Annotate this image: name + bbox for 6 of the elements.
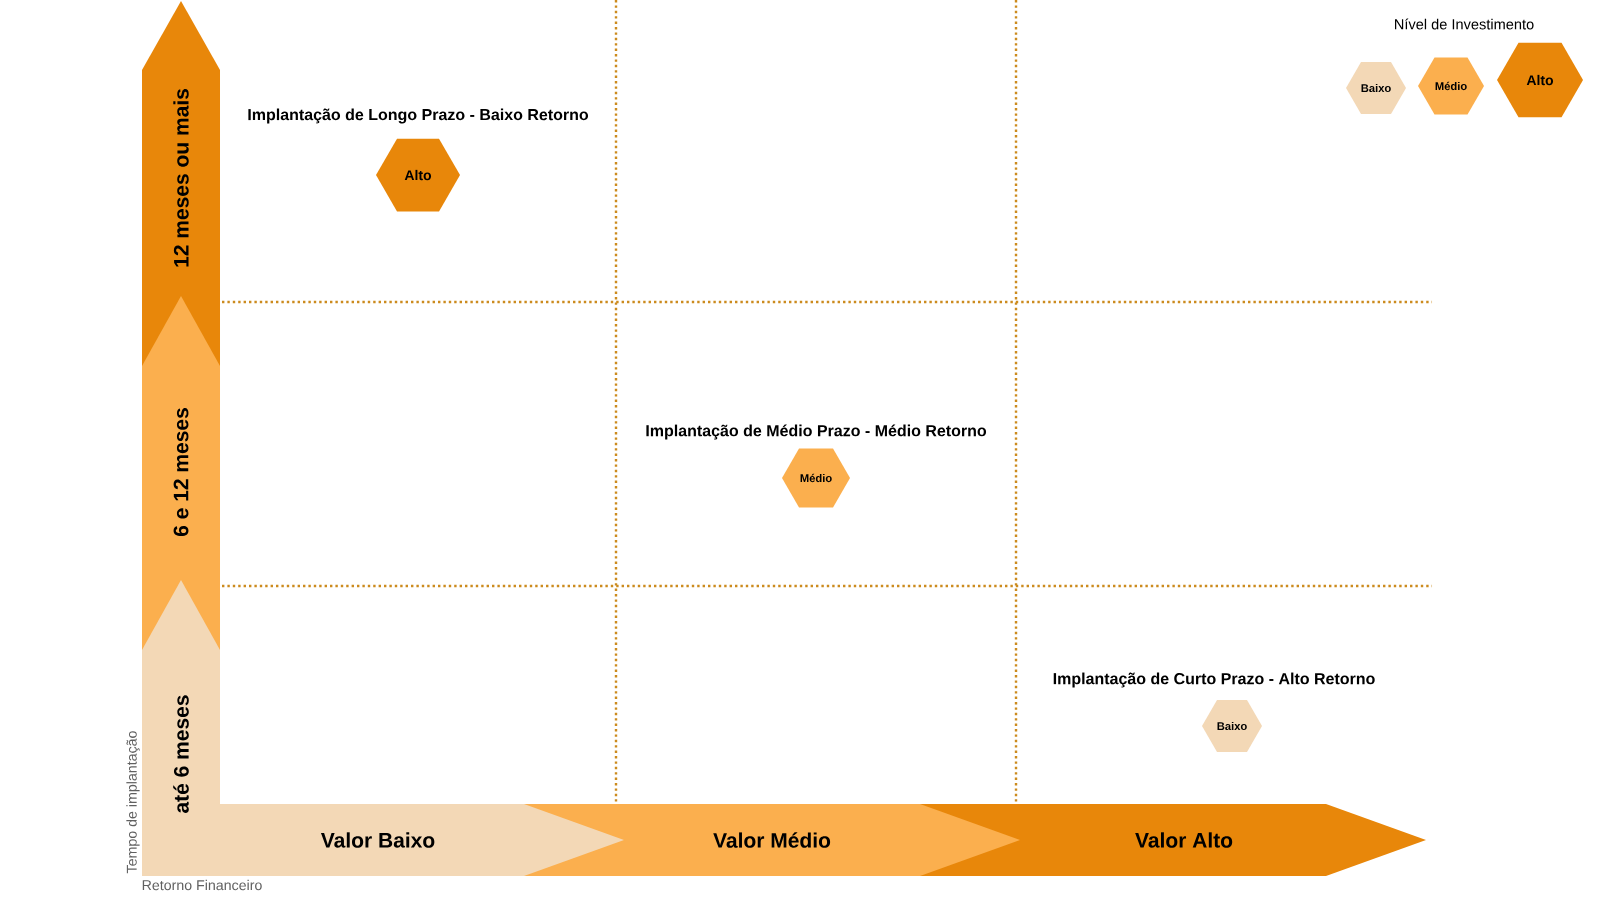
axis-segment: Valor Baixo <box>220 804 624 876</box>
axis-segment: até 6 meses <box>142 580 220 876</box>
quadrant-heading: Implantação de Curto Prazo - Alto Retorno <box>1053 672 1375 688</box>
node-label: Valor Baixo <box>320 832 435 848</box>
quadrant-heading: Implantação de Médio Prazo - Médio Retorno <box>646 424 987 440</box>
quadrant-heading: Implantação de Longo Prazo - Baixo Retorno <box>248 108 589 124</box>
